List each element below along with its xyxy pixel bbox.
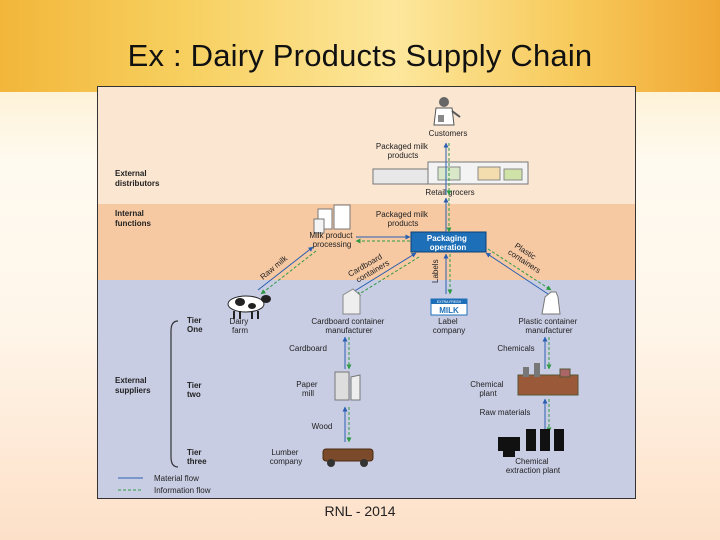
wood-label: Wood <box>312 422 333 431</box>
lumber-company-label: Lumber company <box>270 448 302 466</box>
cardboard-label: Cardboard <box>289 344 327 353</box>
title-background-band <box>0 0 720 92</box>
info-plastic-containers <box>487 248 552 291</box>
retail-grocers-label: Retail grocers <box>425 188 474 197</box>
slide-footer: RNL - 2014 <box>324 503 396 519</box>
flow-plastic-containers <box>485 252 549 295</box>
chemical-plant-icon <box>517 363 579 396</box>
flow-raw-milk <box>257 246 314 291</box>
info-cardboard-containers <box>355 256 420 297</box>
legend-information-flow-label: Information flow <box>154 486 211 495</box>
labels-label: Labels <box>431 259 440 283</box>
flow-cardboard-containers <box>352 252 417 293</box>
customers-icon <box>433 97 461 126</box>
customers-label: Customers <box>429 129 468 138</box>
plastic-jug-icon <box>541 291 561 315</box>
info-raw-milk <box>260 250 317 295</box>
chemical-plant-label: Chemical plant <box>470 380 506 398</box>
supply-chain-svg: External distributors Internal functions… <box>98 87 635 498</box>
milk-cartons-icon <box>313 204 351 234</box>
supply-chain-diagram: External distributors Internal functions… <box>97 86 636 499</box>
plastic-manufacturer-label: Plastic container manufacturer <box>519 317 580 335</box>
extraction-plant-icon <box>498 429 564 457</box>
raw-materials-label: Raw materials <box>480 408 531 417</box>
milk-label-icon <box>430 298 468 316</box>
internal-functions-label: Internal functions <box>115 209 152 228</box>
chemicals-label: Chemicals <box>497 344 534 353</box>
chemical-extraction-plant-label: Chemical extraction plant <box>506 457 561 475</box>
tier-three-label: Tier three <box>187 448 207 466</box>
legend-material-flow-label: Material flow <box>154 474 199 483</box>
internal-functions-band <box>98 204 635 280</box>
packaging-operation-label: Packaging operation <box>427 234 469 252</box>
external-suppliers-label: External suppliers <box>115 376 151 395</box>
cardboard-carton-icon <box>342 288 361 315</box>
cardboard-manufacturer-label: Cardboard container manufacturer <box>311 317 386 335</box>
external-distributors-band <box>98 87 635 204</box>
dairy-farm-label: Dairy farm <box>230 317 251 335</box>
paper-mill-icon <box>334 371 361 401</box>
milk-badge-word: MILK <box>439 306 459 315</box>
milk-badge-top: EXTRA FRESH <box>437 300 462 304</box>
paper-mill-label: Paper mill <box>296 380 320 398</box>
milk-processing-label: Milk product processing <box>309 231 354 249</box>
lumber-truck-icon <box>322 448 374 467</box>
tier-two-label: Tier two <box>187 381 204 399</box>
slide-title: Ex : Dairy Products Supply Chain <box>127 38 593 73</box>
packaged-milk-mid-label: Packaged milk products <box>376 210 430 228</box>
tier-one-label: Tier One <box>187 316 204 334</box>
packaged-milk-top-label: Packaged milk products <box>376 142 430 160</box>
label-company-label: Label company <box>433 317 465 335</box>
tier-bracket <box>170 320 179 468</box>
external-distributors-label: External distributors <box>115 169 160 188</box>
cow-icon <box>227 295 271 319</box>
